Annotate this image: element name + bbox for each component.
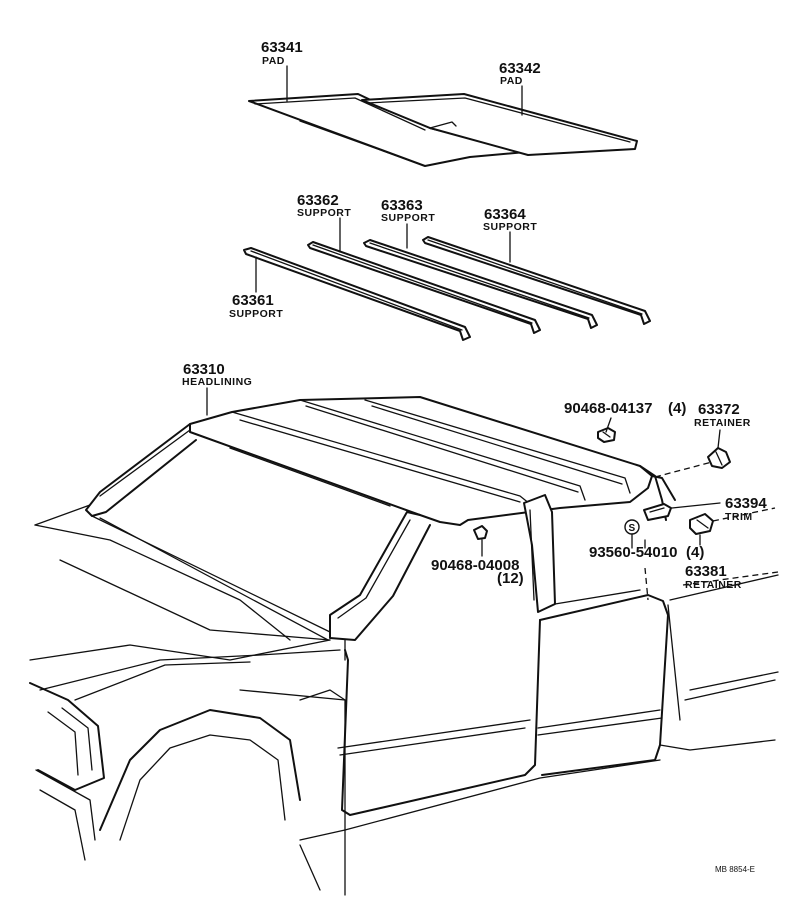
pad-63342-drawing xyxy=(361,93,638,156)
fastener-qty: (4) xyxy=(668,400,686,417)
fastener-number: 90468-04008 xyxy=(431,557,519,574)
part-name: RETAINER xyxy=(685,579,742,591)
callout-90468-04137: 90468-04137 (4) xyxy=(564,400,686,417)
leader-lines xyxy=(206,65,779,601)
part-name: SUPPORT xyxy=(381,212,435,224)
part-number: 63342 xyxy=(499,60,541,77)
callout-90468-04008: 90468-04008 (12) xyxy=(431,557,524,587)
callout-63381: 63381 RETAINER xyxy=(685,563,742,591)
support-63364-drawing xyxy=(422,236,651,325)
callout-63363: 63363 SUPPORT xyxy=(381,197,435,224)
fastener-qty: (12) xyxy=(497,570,524,587)
part-name: PAD xyxy=(262,55,285,67)
fastener-qty: (4) xyxy=(686,544,704,561)
s-marker: S xyxy=(629,523,636,534)
part-name: SUPPORT xyxy=(229,308,283,320)
part-name: PAD xyxy=(500,75,523,87)
callout-63341: 63341 PAD xyxy=(261,39,303,67)
part-name: TRIM xyxy=(725,511,753,523)
callout-63342: 63342 PAD xyxy=(499,60,541,87)
support-63363-drawing xyxy=(363,239,598,329)
fastener-number: 93560-54010 xyxy=(589,544,677,561)
trim-63394-drawing xyxy=(643,503,672,521)
part-number: 63381 xyxy=(685,563,727,580)
part-number: 63310 xyxy=(183,361,225,378)
screw-93560-54010-drawing: S xyxy=(624,519,640,549)
callout-93560-54010: 93560-54010 (4) xyxy=(589,544,704,561)
part-number: 63362 xyxy=(297,192,339,209)
support-63361-drawing xyxy=(243,247,471,341)
cab-body-drawing xyxy=(29,423,779,896)
clip-90468-04008-drawing xyxy=(473,525,488,540)
part-number: 63341 xyxy=(261,39,303,56)
part-name: SUPPORT xyxy=(297,207,351,219)
callout-63310: 63310 HEADLINING xyxy=(182,361,252,388)
callout-63372: 63372 RETAINER xyxy=(694,401,751,429)
pad-63341-drawing xyxy=(248,93,527,167)
retainer-63381-drawing xyxy=(689,513,714,535)
reference-code: MB 8854-E xyxy=(715,865,755,874)
part-name: RETAINER xyxy=(694,417,751,429)
callout-63394: 63394 TRIM xyxy=(725,495,767,523)
part-name: HEADLINING xyxy=(182,376,252,388)
callout-63361: 63361 SUPPORT xyxy=(229,292,283,320)
part-number: 63394 xyxy=(725,495,767,512)
callout-63364: 63364 SUPPORT xyxy=(483,206,537,233)
part-number: 63363 xyxy=(381,197,423,214)
part-number: 63364 xyxy=(484,206,526,223)
callout-63362: 63362 SUPPORT xyxy=(297,192,351,219)
fastener-number: 90468-04137 xyxy=(564,400,652,417)
part-name: SUPPORT xyxy=(483,221,537,233)
part-number: 63372 xyxy=(698,401,740,418)
support-63362-drawing xyxy=(307,241,541,334)
part-number: 63361 xyxy=(232,292,274,309)
retainer-63372-drawing xyxy=(707,447,731,469)
